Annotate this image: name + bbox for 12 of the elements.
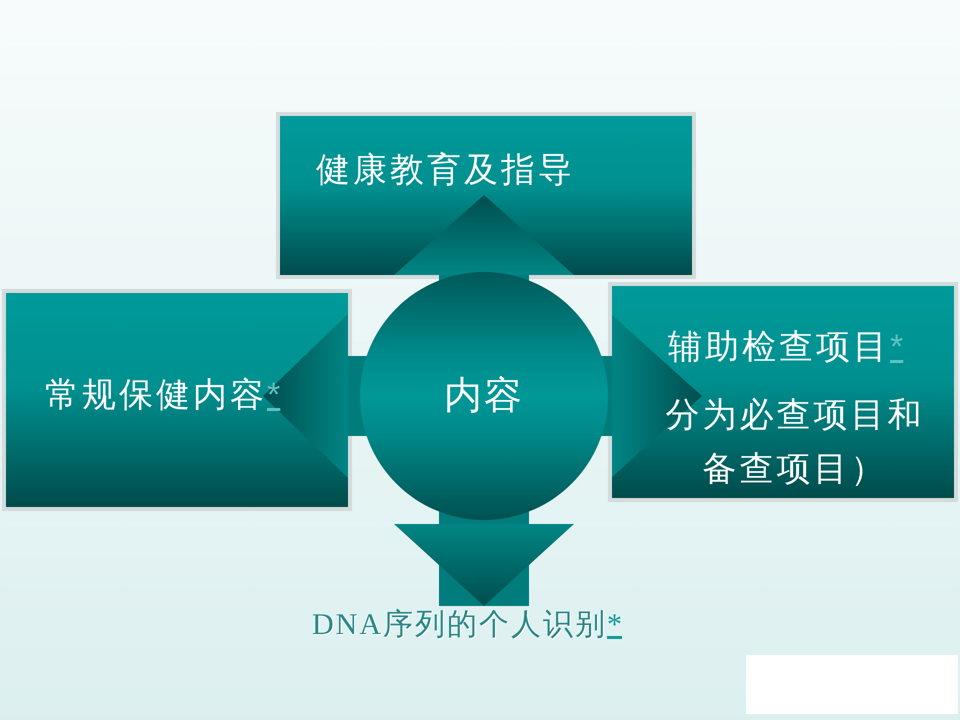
footnote-link: * [607,608,622,641]
footnote-link: * [267,376,280,414]
box-label: 健康教育及指导 [316,150,575,190]
process-box [612,286,954,498]
circle-label: 内容 [444,374,524,419]
footnote-link: * [890,328,904,366]
text-label: DNA序列的个人识别* [312,606,622,644]
box-label: 辅助检查项目* [668,327,904,367]
center-circle [360,272,608,520]
process-box [6,293,348,507]
box-label: 常规保健内容* [45,375,280,415]
box-label: 分为必查项目和备查项目） [664,395,926,490]
